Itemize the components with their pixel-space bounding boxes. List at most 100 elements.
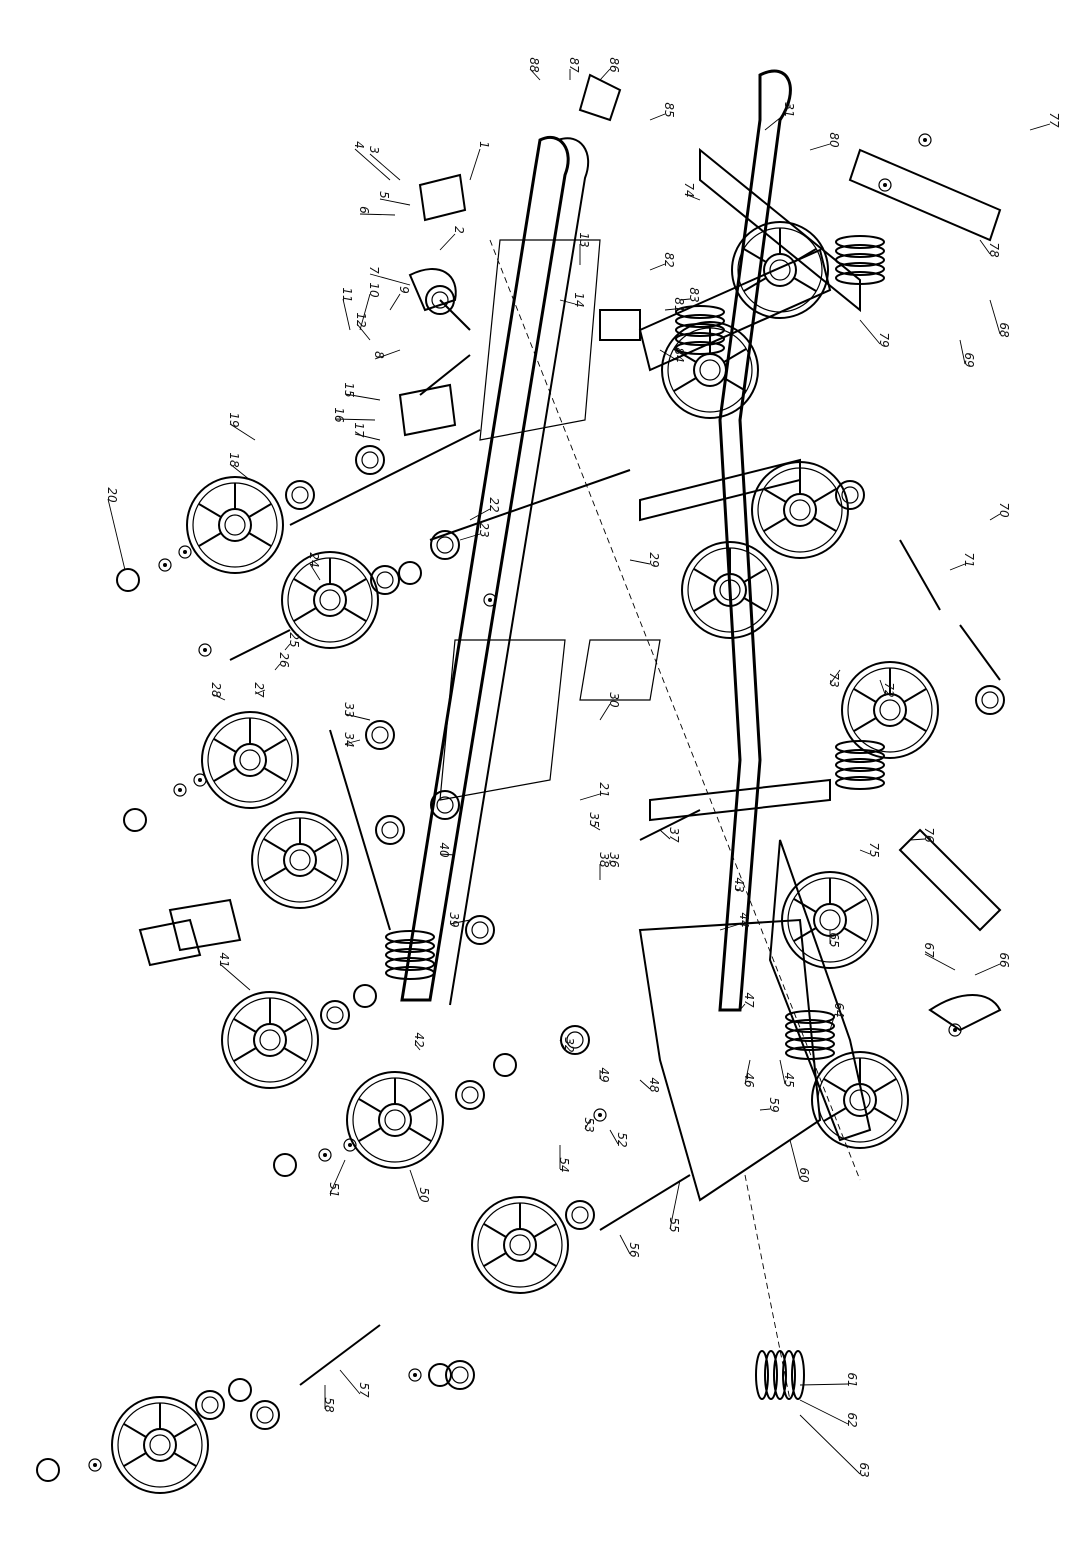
leader-line-71 <box>949 563 966 571</box>
rear-shock-arm <box>768 839 872 1142</box>
leader-line-28 <box>211 693 226 701</box>
left-rail-edge <box>449 137 590 1006</box>
callout-43: 43 <box>732 877 746 892</box>
callout-63: 63 <box>857 1462 871 1477</box>
callout-18: 18 <box>227 452 241 468</box>
idler-wheel-5 <box>221 991 319 1089</box>
shock-absorber-rod <box>959 624 1001 681</box>
upper-crossbar <box>699 147 861 313</box>
callout-69: 69 <box>962 352 976 367</box>
callout-8: 8 <box>372 351 386 359</box>
callout-36: 36 <box>607 852 621 868</box>
leader-line-5 <box>379 198 411 206</box>
leader-line-39 <box>449 919 471 925</box>
leader-line-69 <box>959 339 966 365</box>
callout-84: 84 <box>672 347 686 362</box>
leader-line-45 <box>779 1059 786 1085</box>
callout-54: 54 <box>557 1157 571 1172</box>
leader-line-82 <box>649 263 666 271</box>
front-pivot-bracket <box>599 309 641 341</box>
washer-7 <box>88 1458 102 1472</box>
washer-3 <box>193 773 207 787</box>
leader-line-4 <box>354 148 391 181</box>
leader-line-14 <box>559 299 576 305</box>
spring-front-2 <box>835 235 885 285</box>
leader-line-63 <box>799 1414 861 1475</box>
leader-line-75 <box>859 849 871 855</box>
leader-line-72 <box>879 679 886 695</box>
snap-ring-7 <box>36 1458 60 1482</box>
bearing-7 <box>320 1000 350 1030</box>
callout-73: 73 <box>827 672 841 687</box>
leader-line-48 <box>639 1079 651 1090</box>
callout-74: 74 <box>682 182 696 197</box>
leader-line-61 <box>799 1383 849 1386</box>
leader-line-73 <box>829 669 841 685</box>
leader-line-18 <box>229 463 251 481</box>
pivot-bushing <box>439 299 471 331</box>
leader-line-50 <box>409 1169 421 1200</box>
leader-line-84 <box>659 349 676 360</box>
callout-44: 44 <box>737 912 751 927</box>
leader-line-47 <box>739 1003 746 1011</box>
bearing-6 <box>430 790 460 820</box>
snap-ring-3 <box>273 1153 297 1177</box>
leader-line-31 <box>764 113 786 131</box>
bracket-lower <box>138 918 202 967</box>
callout-25: 25 <box>287 632 301 647</box>
explode-axis-line <box>744 1174 791 1401</box>
leader-line-59 <box>759 1108 771 1111</box>
leader-line-27 <box>254 689 266 695</box>
callout-5: 5 <box>377 191 391 199</box>
callout-86: 86 <box>607 57 621 73</box>
callout-88: 88 <box>527 57 541 73</box>
leader-line-46 <box>744 1059 751 1085</box>
leader-line-30 <box>599 703 611 721</box>
leader-line-32 <box>559 1039 566 1050</box>
callout-87: 87 <box>567 57 581 73</box>
bracket-top <box>418 173 467 222</box>
callout-83: 83 <box>687 287 701 302</box>
leader-line-56 <box>619 1234 631 1255</box>
leader-line-83 <box>679 298 691 301</box>
bearing-2 <box>355 445 385 475</box>
callout-labels: 1234567891011121314151617181920212223242… <box>105 57 1061 1477</box>
idler-wheel-8 <box>111 1396 209 1494</box>
leader-line-44 <box>719 923 741 931</box>
leader-line-7 <box>369 273 411 286</box>
leader-line-23 <box>459 533 481 541</box>
callout-23: 23 <box>477 522 491 537</box>
rail-bracket-middle <box>439 639 566 801</box>
callout-26: 26 <box>277 652 291 668</box>
leader-line-21 <box>579 793 601 801</box>
callout-40: 40 <box>437 842 451 858</box>
leader-line-76 <box>909 838 926 841</box>
leader-line-77 <box>1029 123 1051 131</box>
callout-66: 66 <box>997 952 1011 968</box>
leader-line-55 <box>669 1179 681 1230</box>
leader-line-51 <box>329 1159 346 1195</box>
callout-50: 50 <box>417 1187 431 1203</box>
bearing-12 <box>565 1200 595 1230</box>
callout-58: 58 <box>322 1397 336 1413</box>
leader-line-6 <box>359 213 396 216</box>
snap-ring-8 <box>353 984 377 1008</box>
callout-12: 12 <box>354 312 368 327</box>
leader-line-24 <box>309 563 321 581</box>
spacer-tube-2 <box>299 1324 381 1386</box>
callout-45: 45 <box>782 1072 796 1087</box>
callout-24: 24 <box>307 552 321 567</box>
upper-arm <box>638 248 832 372</box>
callout-34: 34 <box>342 732 356 747</box>
washer-8 <box>408 1368 422 1382</box>
leader-line-29 <box>629 559 651 565</box>
leader-line-11 <box>342 298 351 331</box>
callout-19: 19 <box>227 412 241 427</box>
leader-line-43 <box>734 888 741 891</box>
leader-line-81 <box>664 308 676 311</box>
leader-line-17 <box>354 433 381 441</box>
bearing-3 <box>370 565 400 595</box>
center-axis-line <box>489 239 861 1181</box>
callout-16: 16 <box>332 407 346 423</box>
callout-78: 78 <box>987 242 1001 258</box>
